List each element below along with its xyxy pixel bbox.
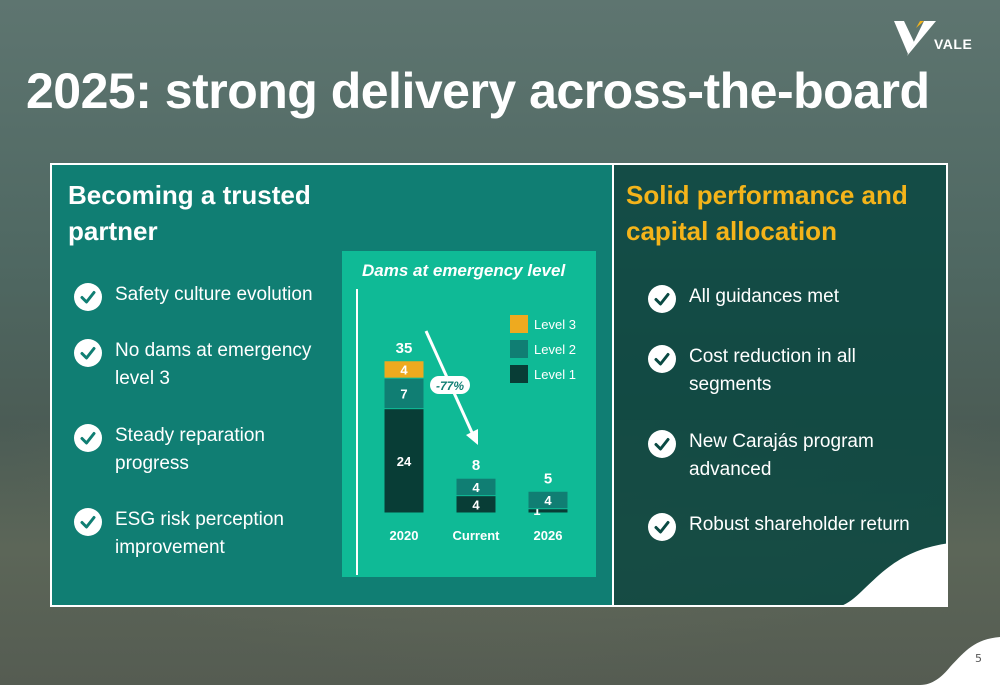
bar-segment <box>527 490 569 510</box>
vale-logo: VALE <box>894 18 984 58</box>
check-circle-icon <box>74 508 102 536</box>
data-label: 4 <box>472 480 480 495</box>
annotation-label: -77% <box>436 379 464 393</box>
check-circle-icon <box>648 285 676 313</box>
trend-arrowhead <box>466 429 478 445</box>
category-label: 2020 <box>390 528 419 543</box>
legend-swatch <box>510 340 528 358</box>
legend-label: Level 1 <box>534 367 576 382</box>
data-label: 4 <box>544 493 552 508</box>
list-item: Cost reduction in all segments <box>648 343 938 399</box>
list-item: New Carajás program advanced <box>648 428 938 484</box>
category-label: 2026 <box>534 528 563 543</box>
list-item: Steady reparation progress <box>74 422 334 478</box>
check-circle-icon <box>648 345 676 373</box>
section-title: Solid performance and capital allocation <box>626 180 908 246</box>
bar-segment <box>455 477 497 497</box>
content-panel: Becoming a trusted partner Safety cultur… <box>50 163 948 607</box>
corner-decoration <box>920 637 1000 685</box>
list-item-label: New Carajás program advanced <box>689 431 874 480</box>
page-number: 5 <box>975 652 982 665</box>
list-item: ESG risk perception improvement <box>74 506 334 562</box>
data-label: 7 <box>400 386 407 401</box>
legend-label: Level 2 <box>534 342 576 357</box>
data-label: 4 <box>400 362 408 377</box>
total-label: 8 <box>472 457 480 474</box>
data-label: 24 <box>397 454 412 469</box>
check-circle-icon <box>74 283 102 311</box>
legend-swatch <box>510 315 528 333</box>
page-title: 2025: strong delivery across-the-board <box>26 63 930 119</box>
list-item: No dams at emergency level 3 <box>74 337 334 393</box>
list-item-label: All guidances met <box>689 286 839 307</box>
section-title: Becoming a trusted partner <box>68 180 311 246</box>
bar-segment <box>383 360 425 379</box>
vale-logo-icon <box>894 21 936 56</box>
list-item: Robust shareholder return <box>648 511 938 541</box>
legend-label: Level 3 <box>534 317 576 332</box>
list-item-label: Cost reduction in all segments <box>689 346 856 395</box>
bar-segment <box>383 408 425 514</box>
list-item: All guidances met <box>648 283 938 313</box>
list-item-label: No dams at emergency level 3 <box>115 340 312 389</box>
performance-section: Solid performance and capital allocation… <box>612 165 946 605</box>
data-label: 4 <box>472 497 480 512</box>
data-label: 1 <box>533 503 540 518</box>
wave-decoration <box>843 543 946 605</box>
list-item-label: Robust shareholder return <box>689 514 910 535</box>
trusted-partner-section: Becoming a trusted partner Safety cultur… <box>52 165 612 605</box>
list-item: Safety culture evolution <box>74 281 334 311</box>
brand-name: VALE <box>934 36 973 52</box>
list-item-label: Safety culture evolution <box>115 284 313 305</box>
check-circle-icon <box>648 430 676 458</box>
bar-segment <box>383 377 425 410</box>
list-item-label: ESG risk perception improvement <box>115 509 284 558</box>
list-item-label: Steady reparation progress <box>115 425 265 474</box>
legend-swatch <box>510 365 528 383</box>
category-label: Current <box>453 528 501 543</box>
chart-title: Dams at emergency level <box>362 261 566 280</box>
check-circle-icon <box>648 513 676 541</box>
chart-divider <box>356 289 358 575</box>
annotation-pill <box>430 376 470 394</box>
check-circle-icon <box>74 339 102 367</box>
check-circle-icon <box>74 424 102 452</box>
total-label: 35 <box>396 340 413 357</box>
total-label: 5 <box>544 470 552 487</box>
